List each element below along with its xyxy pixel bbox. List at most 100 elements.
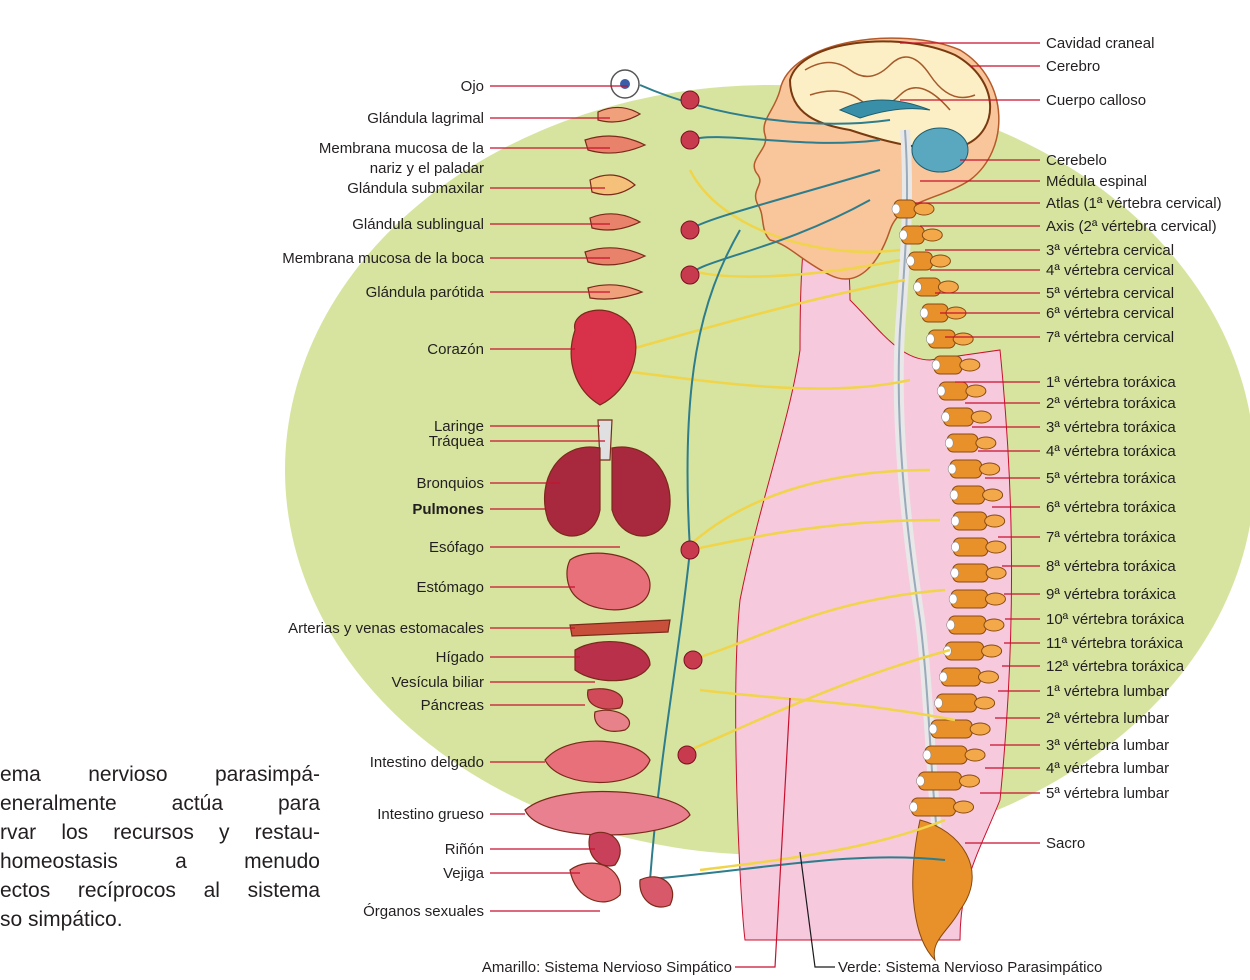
- label-t12: 12ª vértebra toráxica: [1046, 658, 1185, 675]
- label-estomago: Estómago: [416, 579, 484, 596]
- vertebra-process: [985, 593, 1005, 605]
- vertebra-disc: [932, 360, 940, 370]
- liver-organ: [575, 642, 650, 681]
- bladder-organ: [570, 863, 620, 902]
- ganglion: [681, 131, 699, 149]
- vertebra-disc: [926, 334, 934, 344]
- vertebra-disc: [948, 464, 956, 474]
- label-c3: 3ª vértebra cervical: [1046, 242, 1174, 259]
- legend-amarillo: Amarillo: Sistema Nervioso Simpático: [482, 959, 732, 975]
- body-text-line-5: ectos recíprocos al sistema: [0, 876, 320, 905]
- vertebra-disc: [951, 568, 959, 578]
- vertebra: [912, 798, 956, 816]
- label-cavidad-craneal: Cavidad craneal: [1046, 35, 1154, 52]
- label-glandula-submaxilar: Glándula submaxilar: [347, 180, 484, 197]
- vertebra-process: [980, 463, 1000, 475]
- label-t2: 2ª vértebra toráxica: [1046, 395, 1176, 412]
- label-cerebelo: Cerebelo: [1046, 152, 1107, 169]
- label-glandula-sublingual: Glándula sublingual: [352, 216, 484, 233]
- label-cuerpo-calloso: Cuerpo calloso: [1046, 92, 1146, 109]
- body-text: ema nervioso parasimpá- eneralmente actú…: [0, 760, 320, 934]
- vertebra-disc: [913, 282, 921, 292]
- body-text-line-3: rvar los recursos y restau-: [0, 818, 320, 847]
- vertebra-process: [971, 411, 991, 423]
- label-pancreas: Páncreas: [421, 697, 484, 714]
- body-text-line-6: so simpático.: [0, 905, 320, 934]
- vertebra-disc: [939, 672, 947, 682]
- vertebra-process: [966, 385, 986, 397]
- vertebra-disc: [951, 516, 959, 526]
- label-t8: 8ª vértebra toráxica: [1046, 558, 1176, 575]
- vertebra-disc: [920, 308, 928, 318]
- ganglion: [678, 746, 696, 764]
- vertebra-disc: [945, 438, 953, 448]
- vertebra-process: [954, 801, 974, 813]
- ganglion: [684, 651, 702, 669]
- vertebra-disc: [892, 204, 900, 214]
- label-axis: Axis (2ª vértebra cervical): [1046, 218, 1217, 235]
- vertebra-disc: [929, 724, 937, 734]
- label-t4: 4ª vértebra toráxica: [1046, 443, 1176, 460]
- label-glandula-lagrimal: Glándula lagrimal: [367, 110, 484, 127]
- label-rinon: Riñón: [445, 841, 484, 858]
- vertebra-disc: [942, 412, 950, 422]
- label-corazon: Corazón: [427, 341, 484, 358]
- vertebra-process: [985, 515, 1005, 527]
- label-organos-sexuales: Órganos sexuales: [363, 903, 484, 920]
- label-t9: 9ª vértebra toráxica: [1046, 586, 1176, 603]
- ganglion: [681, 91, 699, 109]
- vertebra: [918, 772, 961, 790]
- ganglion: [681, 221, 699, 239]
- label-l2: 2ª vértebra lumbar: [1046, 710, 1169, 727]
- vertebra-process: [983, 489, 1003, 501]
- body-text-line-4: homeostasis a menudo: [0, 847, 320, 876]
- vertebra-process: [975, 697, 995, 709]
- label-pulmones: Pulmones: [412, 501, 484, 518]
- cerebellum: [912, 128, 968, 172]
- label-t1: 1ª vértebra toráxica: [1046, 374, 1176, 391]
- label-ojo: Ojo: [461, 78, 484, 95]
- label-arterias-venas: Arterias y venas estomacales: [288, 620, 484, 637]
- vertebra-process: [984, 619, 1004, 631]
- label-glandula-parotida: Glándula parótida: [366, 284, 485, 301]
- vertebra-process: [930, 255, 950, 267]
- vertebra-disc: [923, 750, 931, 760]
- vertebra-disc: [899, 230, 907, 240]
- vertebra-disc: [950, 490, 958, 500]
- label-esofago: Esófago: [429, 539, 484, 556]
- label-t7: 7ª vértebra toráxica: [1046, 529, 1176, 546]
- label-l3: 3ª vértebra lumbar: [1046, 737, 1169, 754]
- label-c5: 5ª vértebra cervical: [1046, 285, 1174, 302]
- label-t3: 3ª vértebra toráxica: [1046, 419, 1176, 436]
- label-intestino-delgado: Intestino delgado: [370, 754, 484, 771]
- vertebra-disc: [951, 542, 959, 552]
- label-l4: 4ª vértebra lumbar: [1046, 760, 1169, 777]
- label-bronquios: Bronquios: [416, 475, 484, 492]
- label-sacro: Sacro: [1046, 835, 1085, 852]
- label-c6: 6ª vértebra cervical: [1046, 305, 1174, 322]
- vertebra-disc: [947, 620, 955, 630]
- vertebra-process: [982, 645, 1002, 657]
- legend-verde: Verde: Sistema Nervioso Parasimpático: [838, 959, 1102, 975]
- vertebra-disc: [934, 698, 942, 708]
- label-medula-espinal: Médula espinal: [1046, 173, 1147, 190]
- ganglion: [681, 266, 699, 284]
- label-t10: 10ª vértebra toráxica: [1046, 611, 1185, 628]
- vertebra-process: [938, 281, 958, 293]
- vertebra-process: [970, 723, 990, 735]
- body-text-line-2: eneralmente actúa para: [0, 789, 320, 818]
- ganglion: [681, 541, 699, 559]
- label-higado: Hígado: [436, 649, 484, 666]
- vertebra-process: [986, 541, 1006, 553]
- label-traquea: Tráquea: [429, 433, 485, 450]
- label-atlas: Atlas (1ª vértebra cervical): [1046, 195, 1222, 212]
- eye-iris: [620, 79, 630, 89]
- label-c7: 7ª vértebra cervical: [1046, 329, 1174, 346]
- vertebra-process: [986, 567, 1006, 579]
- vertebra-disc: [937, 386, 945, 396]
- label-cerebro: Cerebro: [1046, 58, 1100, 75]
- label-t5: 5ª vértebra toráxica: [1046, 470, 1176, 487]
- label-vejiga: Vejiga: [443, 865, 485, 882]
- vertebra-disc: [907, 256, 915, 266]
- label-intestino-grueso: Intestino grueso: [377, 806, 484, 823]
